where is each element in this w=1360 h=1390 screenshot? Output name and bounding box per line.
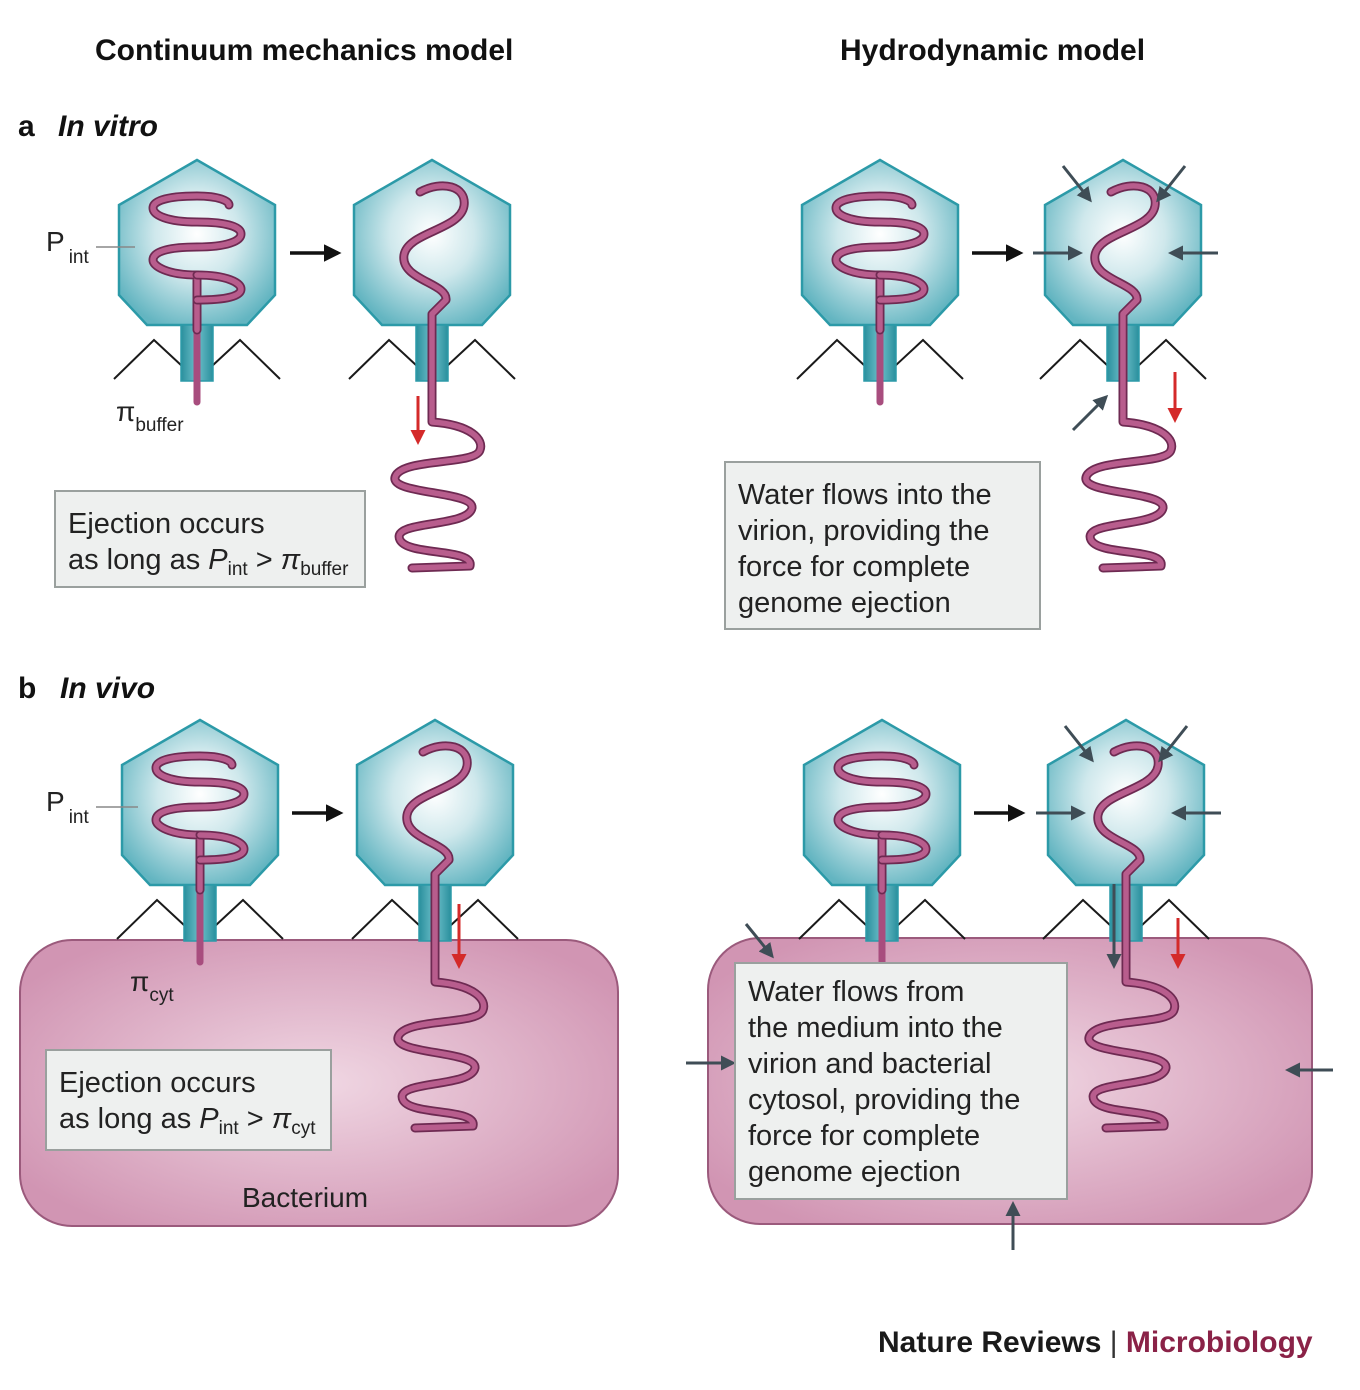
panel-letter-a: a [18,110,35,143]
panel-title-b: In vivo [60,672,156,705]
phage-b-left-1 [117,720,283,962]
panel-title-a: In vitro [58,110,159,143]
footer-separator: | [1109,1326,1118,1359]
bacterium-label: Bacterium [242,1182,369,1213]
info-box-b-right: Water flows from the medium into the vir… [734,962,1068,1200]
heading-hydrodynamic-model: Hydrodynamic model [840,34,1146,67]
pint-label-a: Pint [46,226,89,268]
panel-letter-b: b [18,672,37,705]
info-box-b-left: Ejection occurs as long as Pint > πcyt [45,1049,332,1151]
pi-cyt-label: πcyt [130,966,174,1006]
journal-name: Nature Reviews [878,1326,1102,1359]
journal-footer: Nature Reviews | Microbiology [878,1326,1313,1360]
phage-a-left-1 [114,160,280,402]
journal-section: Microbiology [1125,1326,1313,1359]
phage-a-right-2 [1040,160,1206,568]
water-flow-arrows-a [1033,165,1218,432]
heading-continuum-model: Continuum mechanics model [95,34,514,67]
info-box-a-right: Water flows into the virion, providing t… [724,461,1041,630]
water-flow-arrows-b [686,725,1333,1250]
pi-buffer-label: πbuffer [116,396,184,436]
phage-a-right-1 [797,160,963,402]
info-box-a-left: Ejection occurs as long as Pint > πbuffe… [54,490,366,588]
phage-b-right-1 [799,720,965,962]
phage-a-left-2 [349,160,515,568]
pint-label-b: Pint [46,786,89,828]
